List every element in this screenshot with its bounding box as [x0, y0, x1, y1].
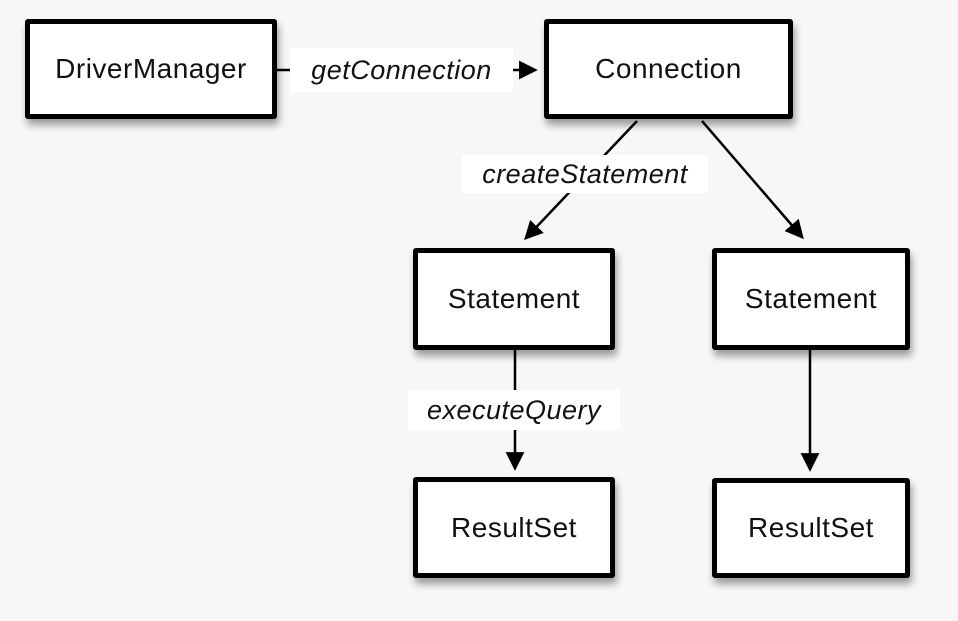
edge-label-create-statement: createStatement — [462, 155, 708, 193]
node-statement-right-label: Statement — [744, 283, 878, 314]
node-statement-left-label: Statement — [447, 283, 581, 314]
node-statement-left: Statement — [413, 248, 615, 350]
node-resultset-left-label: ResultSet — [451, 511, 577, 543]
node-driver-manager: DriverManager — [25, 19, 277, 119]
node-connection: Connection — [544, 19, 793, 119]
node-connection-label: Connection — [595, 53, 742, 84]
node-driver-manager-label: DriverManager — [55, 53, 247, 84]
node-statement-right: Statement — [712, 248, 910, 350]
edge-label-execute-query: executeQuery — [408, 390, 620, 430]
node-resultset-left: ResultSet — [413, 477, 615, 578]
edge-label-get-connection: getConnection — [290, 48, 513, 92]
node-resultset-right: ResultSet — [712, 478, 910, 578]
edge-connection-statement-right-line — [701, 120, 804, 240]
node-resultset-right-label: ResultSet — [748, 512, 874, 543]
